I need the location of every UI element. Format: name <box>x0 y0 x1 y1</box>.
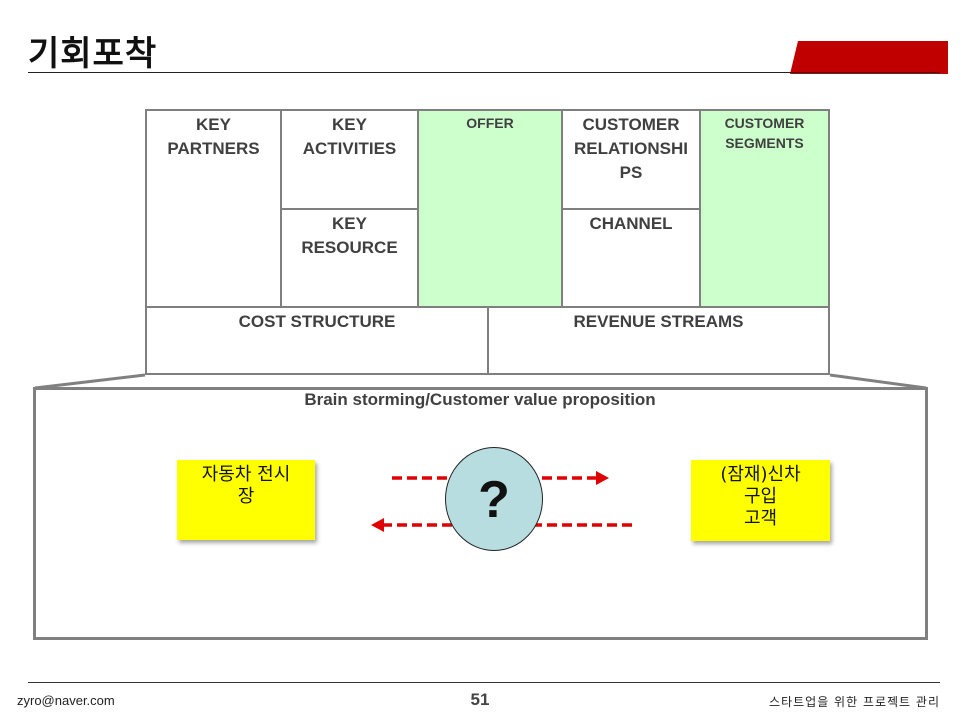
key-activities-label: KEY ACTIVITIES <box>302 115 397 158</box>
footer-email: zyro@naver.com <box>17 693 115 708</box>
key-activities-block: KEY ACTIVITIES <box>280 109 419 210</box>
sticky-note-dealership: 자동차 전시 장 <box>177 460 315 540</box>
customer-relationships-label: CUSTOMER RELATIONSHI PS <box>574 115 688 182</box>
brainstorm-title: Brain storming/Customer value propositio… <box>304 390 656 409</box>
offer-label: OFFER <box>466 115 514 131</box>
footer-course: 스타트업을 위한 프로젝트 관리 <box>769 695 940 709</box>
revenue-streams-label: REVENUE STREAMS <box>573 312 744 331</box>
customer-segments-block: CUSTOMER SEGMENTS <box>699 109 830 308</box>
key-partners-block: KEY PARTNERS <box>145 109 282 308</box>
revenue-streams-block: REVENUE STREAMS <box>487 306 830 375</box>
offer-block: OFFER <box>417 109 563 308</box>
customer-relationships-block: CUSTOMER RELATIONSHI PS <box>561 109 701 210</box>
dealership-text: 자동차 전시 장 <box>201 464 291 507</box>
cost-structure-block: COST STRUCTURE <box>145 306 489 375</box>
channel-label: CHANNEL <box>589 214 673 233</box>
title-underline <box>28 72 940 73</box>
page-number: 51 <box>470 690 490 709</box>
question-circle: ? <box>445 447 543 551</box>
channel-block: CHANNEL <box>561 208 701 308</box>
title-accent-bar <box>790 41 948 74</box>
sticky-note-buyer: (잠재)신차 구입 고객 <box>691 460 830 541</box>
customer-segments-label: CUSTOMER SEGMENTS <box>724 115 805 151</box>
key-resource-block: KEY RESOURCE <box>280 208 419 308</box>
footer-rule <box>28 682 940 683</box>
slide-title: 기회포착 <box>28 34 158 74</box>
key-resource-label: KEY RESOURCE <box>301 214 398 257</box>
buyer-text: (잠재)신차 구입 고객 <box>720 464 801 529</box>
cost-structure-label: COST STRUCTURE <box>238 312 396 331</box>
key-partners-label: KEY PARTNERS <box>167 115 260 158</box>
